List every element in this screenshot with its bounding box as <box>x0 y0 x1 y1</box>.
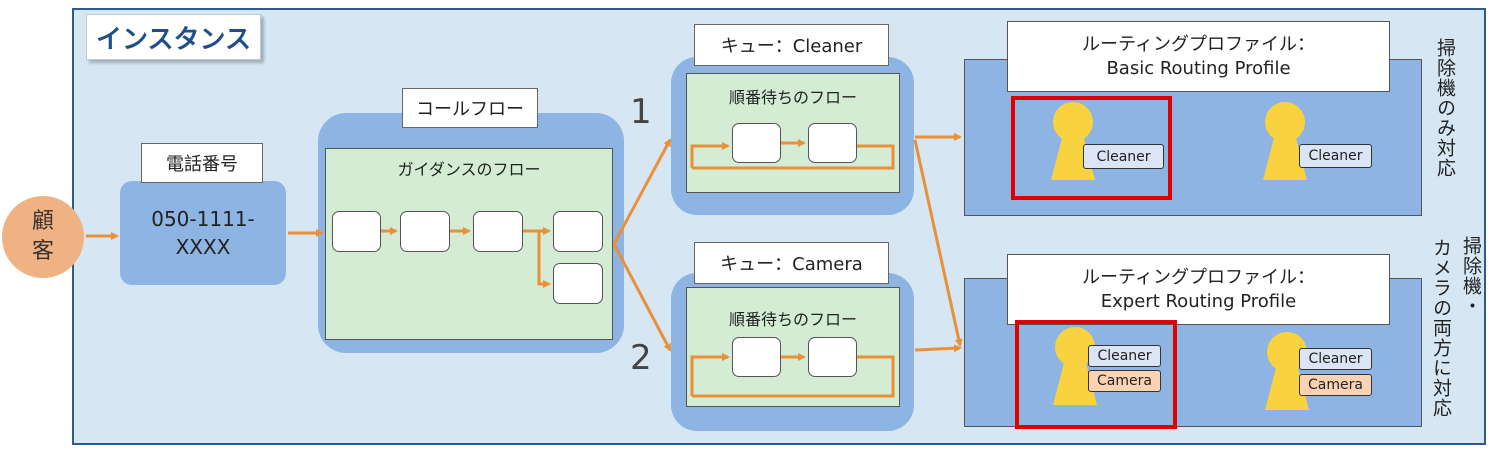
guidance-step-4 <box>553 211 603 252</box>
customer-node: 顧 客 <box>2 196 84 278</box>
customer-label-1: 顧 <box>31 209 54 234</box>
queue-cleaner-flow-panel <box>686 73 900 193</box>
instance-label: インスタンス <box>86 14 261 60</box>
basic-profile-label-line1: ルーティングプロファイル： <box>1082 33 1315 55</box>
expert-agent-2-tag-cleaner: Cleaner <box>1299 348 1372 370</box>
expert-agent-1-icon <box>1053 327 1097 405</box>
queue-camera-step-1 <box>732 337 781 377</box>
basic-profile-label-line2: Basic Routing Profile <box>1106 57 1291 79</box>
branch-number-2: 2 <box>630 338 652 378</box>
basic-agent-1-icon <box>1051 102 1095 180</box>
guidance-step-5 <box>553 263 603 304</box>
basic-agent-1-tag-cleaner: Cleaner <box>1083 144 1164 169</box>
expert-profile-label-line1: ルーティングプロファイル： <box>1082 266 1315 288</box>
customer-label-2: 客 <box>31 239 54 264</box>
expert-profile-label-line2: Expert Routing Profile <box>1100 290 1297 312</box>
queue-cleaner-label: キュー：Cleaner <box>694 24 889 66</box>
guidance-step-3 <box>473 211 523 252</box>
phone-number-label: 電話番号 <box>141 143 263 183</box>
phone-number-line2: XXXX <box>175 235 231 259</box>
expert-agent-1-tag-camera: Camera <box>1088 370 1161 392</box>
expert-profile-side-note-col2: カメラの両方に対応 <box>1430 238 1452 418</box>
basic-agent-1-highlight <box>1011 96 1172 200</box>
branch-number-1: 1 <box>630 92 652 132</box>
basic-profile-side-note: 掃除機のみ対応 <box>1434 38 1456 178</box>
phone-number-line1: 050-1111- <box>151 207 255 231</box>
expert-agent-2-tag-camera: Camera <box>1299 374 1372 396</box>
queue-cleaner-step-2 <box>808 123 857 163</box>
expert-agent-1-highlight <box>1015 320 1177 429</box>
expert-profile-label: ルーティングプロファイル： Expert Routing Profile <box>1007 254 1390 325</box>
basic-agent-2-icon <box>1263 102 1307 180</box>
queue-camera-flow-panel <box>686 287 900 407</box>
call-flow-label: コールフロー <box>402 88 538 128</box>
guidance-step-1 <box>332 211 381 252</box>
phone-number-value: 050-1111- XXXX <box>120 181 286 285</box>
queue-camera-flow-title: 順番待ちのフロー <box>728 310 857 329</box>
basic-agent-2-tag-cleaner: Cleaner <box>1299 144 1372 168</box>
queue-camera-step-2 <box>808 337 857 377</box>
expert-profile-side-note-col1: 掃除機・ <box>1460 236 1482 316</box>
expert-agent-2-icon <box>1265 332 1309 410</box>
expert-agent-1-tag-cleaner: Cleaner <box>1088 345 1161 367</box>
guidance-flow-title: ガイダンスのフロー <box>397 160 541 179</box>
queue-camera-label: キュー：Camera <box>694 242 889 284</box>
guidance-step-2 <box>400 211 450 252</box>
basic-profile-label: ルーティングプロファイル： Basic Routing Profile <box>1007 21 1390 92</box>
queue-cleaner-step-1 <box>732 123 781 163</box>
queue-cleaner-flow-title: 順番待ちのフロー <box>728 88 857 107</box>
phone-number-box <box>120 181 286 285</box>
